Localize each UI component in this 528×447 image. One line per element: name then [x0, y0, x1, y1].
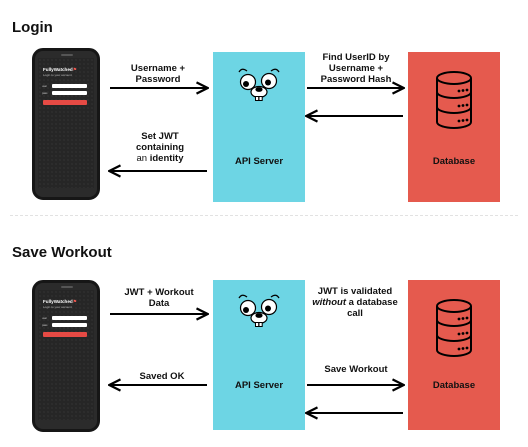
login-request-label-line1: Username +: [130, 63, 186, 74]
jwt-validated-note-em: without: [312, 297, 346, 308]
api-server-label: API Server: [234, 380, 284, 391]
phone-username-field: [52, 316, 87, 320]
phone-app-subtitle: Login to your account: [43, 73, 72, 77]
api-server-box: API Server: [213, 52, 305, 202]
set-jwt-label-line3-b: identity: [147, 153, 184, 164]
database-cylinder-icon: [436, 71, 472, 129]
phone-app-name: FullyWatched⚑: [43, 67, 77, 73]
jwt-workout-label: JWT + Workout Data: [113, 287, 205, 309]
login-section-title: Login: [12, 19, 53, 36]
jwt-workout-label-line1: JWT + Workout: [124, 287, 194, 298]
api-server-box: API Server: [213, 280, 305, 430]
api-server-label: API Server: [234, 156, 284, 167]
set-jwt-label-line3-a: an: [136, 153, 148, 164]
set-jwt-label-line1: Set JWT: [141, 131, 179, 142]
phone-app-name-accent: ⚑: [72, 299, 77, 304]
phone-password-field: [52, 323, 87, 327]
database-cylinder-icon: [436, 299, 472, 357]
database-label: Database: [432, 380, 476, 391]
jwt-validated-note: JWT is validated without a database call: [306, 286, 404, 319]
phone-app-name-text: FullyWatched: [43, 299, 73, 304]
phone-app-subtitle: Login to your account: [43, 305, 72, 309]
set-jwt-label: Set JWT containing an identity: [120, 131, 200, 164]
find-userid-label-line2: Username +: [328, 63, 384, 74]
saved-ok-label: Saved OK: [139, 371, 185, 382]
save-workout-section-title: Save Workout: [12, 244, 112, 261]
phone-app-name: FullyWatched⚑: [43, 299, 77, 305]
database-box: Database: [408, 280, 500, 430]
jwt-validated-note-line1: JWT is validated: [317, 286, 393, 297]
jwt-validated-note-line2: a database: [346, 297, 398, 308]
find-userid-label-line1: Find UserID by: [322, 52, 390, 63]
section-divider: [10, 215, 518, 216]
set-jwt-label-line2: containing: [135, 142, 185, 153]
database-label: Database: [432, 156, 476, 167]
phone-app-name-text: FullyWatched: [43, 67, 73, 72]
jwt-workout-label-line2: Data: [148, 298, 170, 309]
database-box: Database: [408, 52, 500, 202]
phone-login-button: [43, 100, 87, 105]
smartphone-icon: FullyWatched⚑ Login to your account user…: [32, 280, 100, 432]
save-workout-label: Save Workout: [324, 364, 388, 375]
gopher-mascot-icon: [238, 294, 280, 327]
smartphone-icon: FullyWatched⚑ Login to your account user…: [32, 48, 100, 200]
phone-password-field: [52, 91, 87, 95]
login-request-label: Username + Password: [113, 63, 203, 85]
jwt-validated-note-line3: call: [347, 308, 363, 319]
login-request-label-line2: Password: [135, 74, 181, 85]
find-userid-label-line3: Password Hash: [320, 74, 392, 85]
phone-username-field: [52, 84, 87, 88]
phone-login-button: [43, 332, 87, 337]
find-userid-label: Find UserID by Username + Password Hash: [310, 52, 402, 85]
phone-app-name-accent: ⚑: [72, 67, 77, 72]
gopher-mascot-icon: [238, 68, 280, 101]
